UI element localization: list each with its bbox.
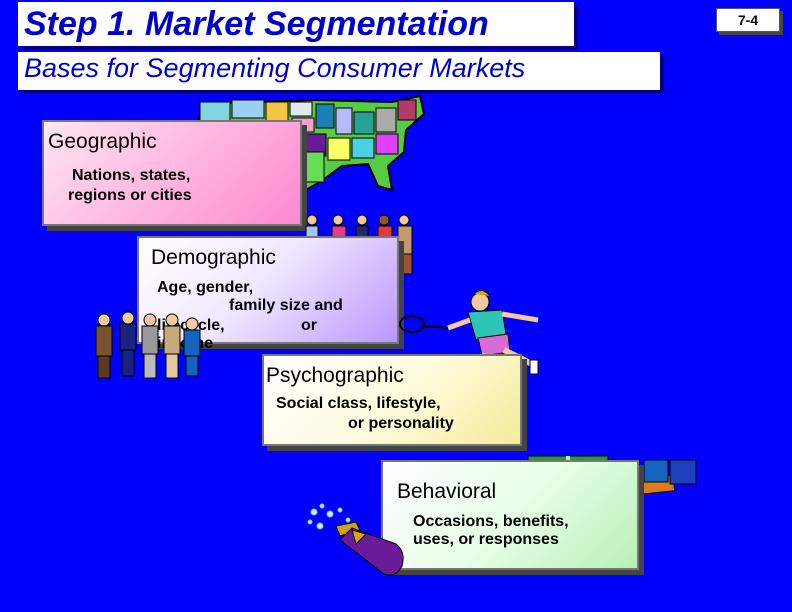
psychographic-desc-line-2: or personality — [348, 415, 454, 432]
behavioral-desc-line-1: Occasions, benefits, — [413, 513, 569, 530]
psychographic-panel: Psychographic Social class, lifestyle, o… — [262, 354, 522, 446]
demographic-desc-line-1: Age, gender, — [157, 279, 254, 296]
champagne-bottle-clipart — [307, 503, 404, 576]
behavioral-panel: Behavioral Occasions, benefits, uses, or… — [381, 460, 639, 570]
demographic-desc-line-4: or — [301, 317, 317, 334]
geographic-desc-line-2: regions or cities — [68, 187, 192, 204]
psychographic-heading: Psychographic — [266, 364, 404, 387]
slide-title: Step 1. Market Segmentation — [24, 5, 489, 43]
behavioral-desc-line-2: uses, or responses — [413, 531, 559, 548]
geographic-heading: Geographic — [48, 130, 157, 153]
demographic-desc-line-2: family size and — [229, 297, 343, 314]
title-box — [18, 2, 574, 46]
geographic-desc-line-1: Nations, states, — [72, 167, 191, 184]
subtitle-box — [18, 52, 660, 90]
psychographic-desc-line-1: Social class, lifestyle, — [276, 395, 441, 412]
business-people-clipart — [95, 311, 201, 379]
behavioral-heading: Behavioral — [397, 480, 497, 503]
slide-number: 7-4 — [716, 8, 780, 32]
demographic-heading: Demographic — [151, 246, 276, 269]
geographic-panel: Geographic Nations, states, regions or c… — [42, 120, 302, 226]
slide-subtitle: Bases for Segmenting Consumer Markets — [24, 53, 526, 83]
